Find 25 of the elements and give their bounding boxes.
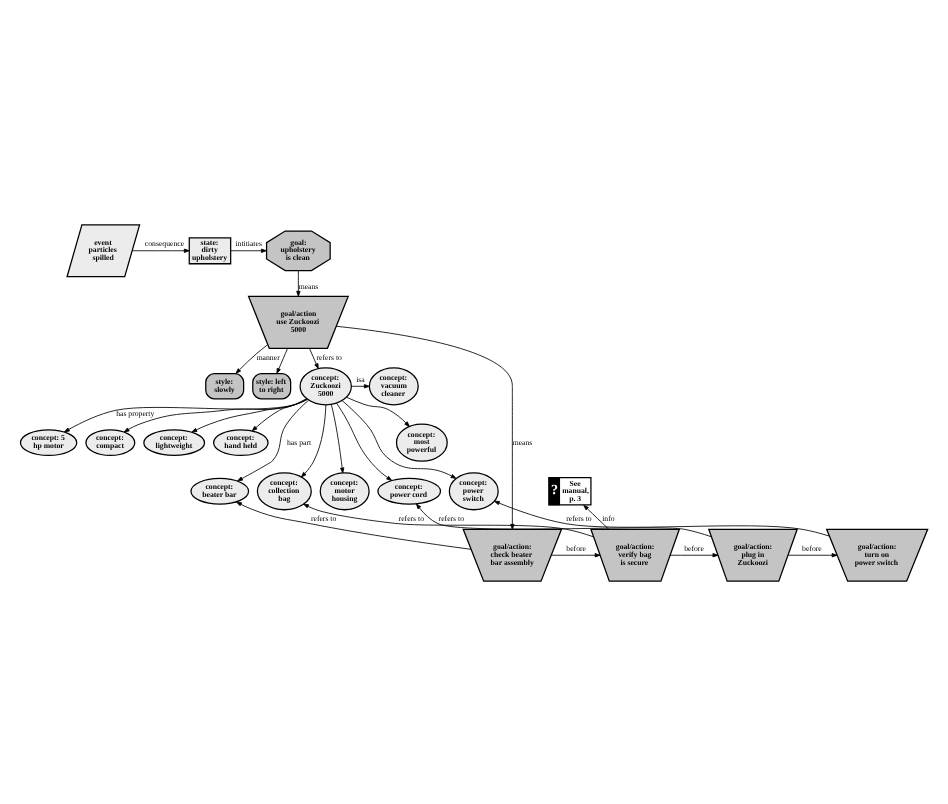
arrow bbox=[296, 269, 301, 296]
arrow bbox=[251, 397, 307, 431]
arrow bbox=[237, 398, 309, 481]
arrow bbox=[351, 383, 370, 388]
arrow bbox=[669, 552, 719, 557]
arrow bbox=[583, 503, 610, 529]
arrow bbox=[330, 403, 345, 473]
arrow bbox=[276, 346, 288, 373]
arrow bbox=[235, 343, 268, 373]
arrow bbox=[303, 502, 594, 537]
arrow bbox=[300, 403, 327, 477]
arrow bbox=[336, 401, 393, 480]
arrow bbox=[191, 397, 308, 432]
arrow bbox=[787, 552, 838, 557]
arrow bbox=[346, 395, 410, 426]
arrow bbox=[230, 247, 267, 252]
arrow bbox=[236, 500, 472, 549]
arrow bbox=[551, 552, 601, 557]
arrow bbox=[341, 399, 457, 478]
arrow bbox=[64, 397, 308, 432]
arrow bbox=[309, 346, 319, 369]
arrow bbox=[416, 502, 712, 537]
arrow bbox=[123, 397, 308, 432]
arrow bbox=[494, 499, 830, 536]
arrow bbox=[131, 247, 190, 252]
